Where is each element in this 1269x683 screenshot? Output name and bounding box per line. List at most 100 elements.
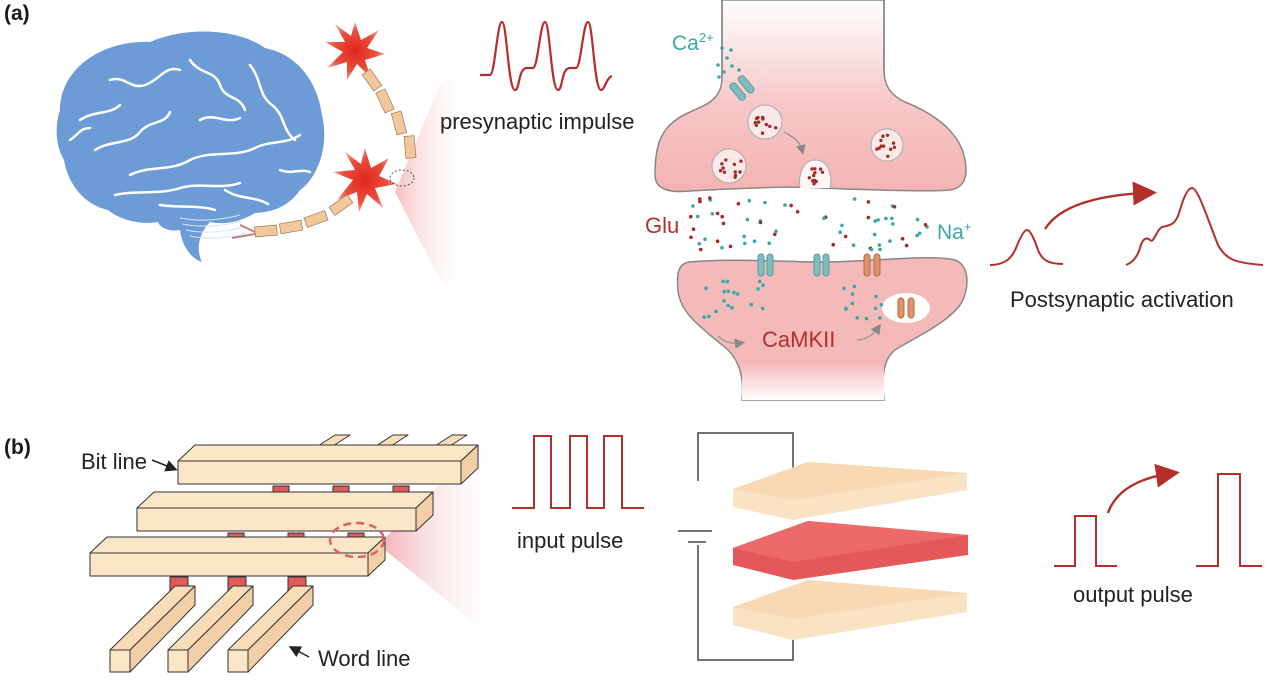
sodium-dot: [872, 232, 877, 237]
ion-dot: [721, 279, 725, 284]
glutamate-dot: [698, 247, 703, 252]
sodium-dot: [884, 216, 888, 221]
sodium-dot: [852, 197, 857, 201]
ion-dot: [760, 306, 765, 311]
ion-dot: [850, 292, 855, 296]
sodium-dot: [743, 241, 747, 246]
glutamate-dot: [760, 131, 765, 135]
ion-dot: [855, 316, 859, 320]
glutamate-dot: [720, 214, 724, 219]
glutamate-dot: [831, 242, 835, 247]
calcium-dots: [716, 46, 741, 79]
sodium-dot: [878, 247, 882, 252]
sodium-dot: [917, 231, 922, 236]
sodium-dot: [710, 212, 715, 216]
circuit-wire: [697, 432, 794, 661]
glutamate-dot: [768, 124, 772, 128]
ampa-receptor-icon: [757, 253, 774, 277]
glutamate-dot: [760, 115, 765, 120]
potentiation-arrow: [1043, 181, 1157, 230]
ion-dot: [757, 279, 762, 284]
glutamate-dot: [866, 215, 871, 220]
postsynaptic-small-waveform: [989, 228, 1064, 266]
sodium-dot: [697, 242, 702, 246]
ion-dot: [850, 301, 855, 306]
sodium-dot: [877, 243, 882, 247]
memristor-device: [733, 462, 968, 640]
glutamate-dot: [866, 200, 871, 204]
nmda-receptor-icon: [863, 253, 881, 277]
glutamate-dot: [754, 123, 758, 127]
zoom-beam-b: [385, 420, 505, 640]
glutamate-dot: [739, 159, 743, 163]
glutamate-dot: [875, 147, 879, 151]
glutamate-dot: [733, 170, 737, 174]
sodium-dot: [838, 230, 842, 234]
ion-dot: [722, 299, 726, 303]
ion-dot: [864, 316, 869, 321]
battery-icon: [678, 530, 712, 543]
ion-dot: [732, 290, 736, 295]
sodium-dot: [915, 233, 919, 238]
inserted-receptor-icon: [897, 297, 915, 319]
glutamate-dots-vesicles: [718, 115, 897, 186]
glutamate-dot: [773, 232, 777, 237]
glutamate-dot: [812, 173, 816, 178]
glutamate-dot: [698, 199, 702, 204]
postsynaptic-terminal: [676, 257, 968, 401]
top-electrode: [733, 462, 967, 520]
glutamate-dot: [881, 134, 885, 138]
sodium-dot: [747, 198, 752, 203]
glutamate-dot: [889, 147, 893, 151]
ion-dot: [852, 284, 857, 289]
glutamate-dot: [721, 221, 726, 226]
glutamate-dot: [886, 154, 890, 158]
ion-dot: [714, 309, 718, 314]
glutamate-dot: [733, 173, 738, 178]
glutamate-dot: [881, 144, 886, 148]
ion-dot: [842, 286, 846, 291]
glutamate-dot: [814, 179, 818, 184]
sodium-dot: [851, 243, 856, 247]
selected-cell-highlight: [328, 521, 386, 559]
glutamate-dot: [758, 220, 763, 225]
glutamate-dot: [810, 167, 814, 171]
glutamate-dot: [795, 210, 800, 214]
word-line-arrow: [288, 646, 310, 658]
switching-layer: [733, 521, 968, 580]
sodium-dot: [783, 203, 787, 207]
glutamate-dot: [810, 179, 815, 183]
zoom-beam-a: [395, 55, 470, 300]
sodium-dot: [822, 216, 826, 220]
glutamate-dot: [718, 169, 723, 173]
sodium-dot: [890, 216, 894, 221]
word-line-label: Word line: [318, 646, 411, 671]
glutamate-dot: [754, 116, 759, 121]
ion-dot: [873, 306, 878, 311]
crossbar-array: [89, 434, 479, 673]
bit-line-label: Bit line: [81, 449, 147, 474]
ion-dot: [726, 289, 731, 294]
glutamate-dot: [807, 176, 811, 180]
sodium-dot: [840, 223, 844, 228]
ion-dot: [722, 289, 726, 294]
brain-icon: [56, 31, 325, 262]
sodium-dot: [745, 217, 750, 222]
ion-dot: [725, 279, 730, 284]
receptor-icon: [813, 253, 830, 277]
glutamate-dot: [728, 244, 733, 249]
ion-dot: [878, 316, 882, 320]
receptor-insertion-vesicle: [882, 293, 930, 323]
glutamate-dot: [820, 170, 825, 174]
output-pulse-small: [1054, 515, 1117, 567]
glutamate-dot: [708, 196, 712, 200]
camkii-label: CaMKII: [762, 327, 835, 352]
ion-dot: [735, 292, 740, 296]
glutamate-dot: [789, 203, 793, 208]
ion-dot: [749, 302, 754, 307]
postsynaptic-ion-dots: [702, 279, 884, 321]
ion-dot: [704, 286, 708, 291]
glutamate-dot: [689, 235, 693, 240]
glutamate-dot: [691, 227, 696, 231]
glutamate-label: Glu: [645, 213, 679, 238]
